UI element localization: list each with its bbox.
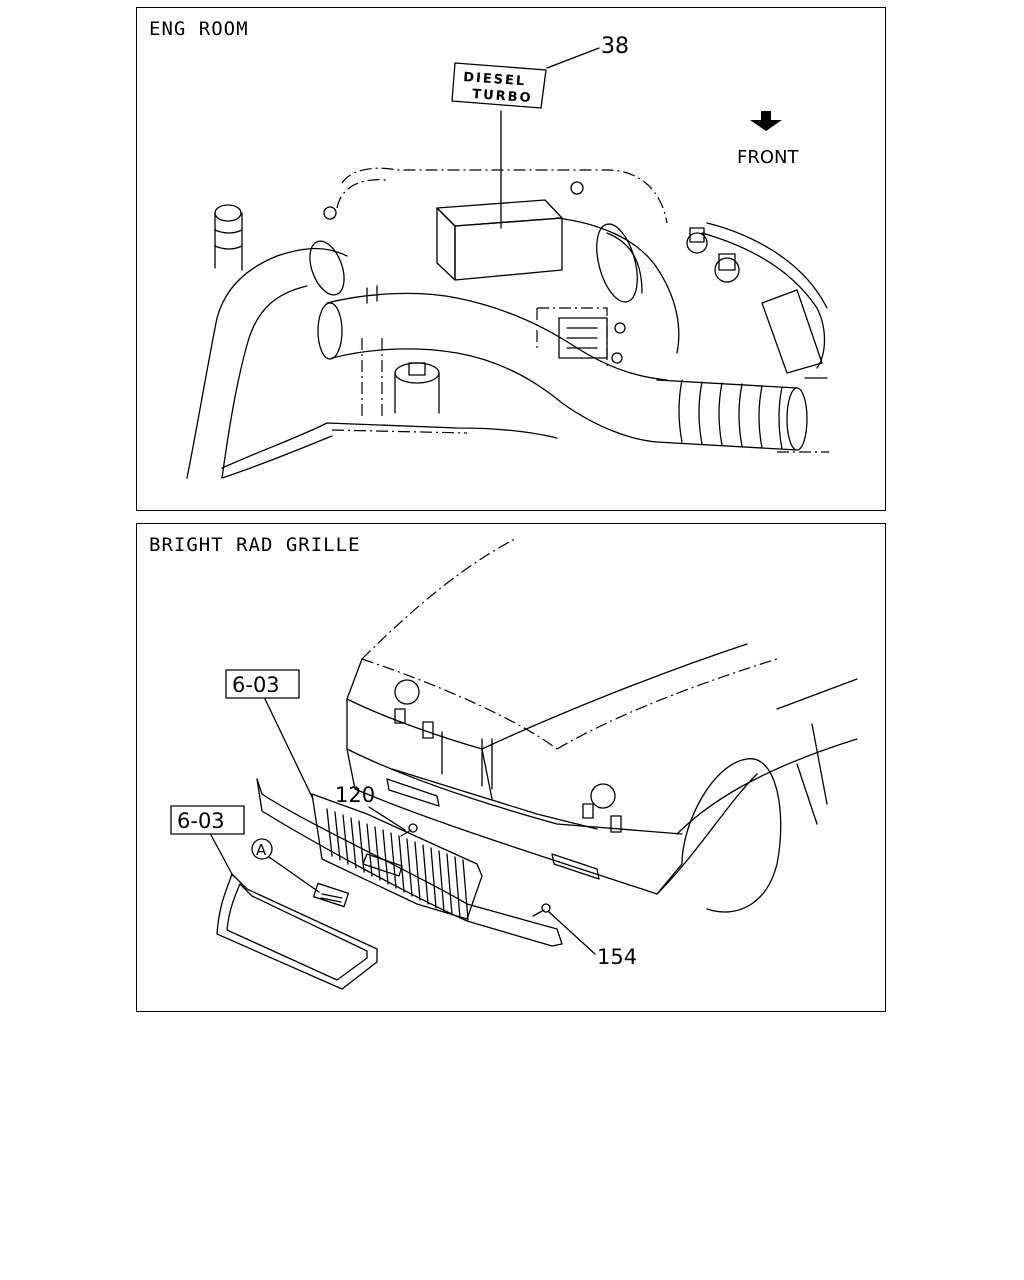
marker-a-text: A bbox=[256, 841, 267, 859]
ref-box-6-03-lower: 6-03 bbox=[170, 805, 245, 835]
diesel-turbo-decal: DIESEL TURBO bbox=[451, 62, 547, 109]
eng-room-panel: ENG ROOM DIESEL TURBO 38 FRONT bbox=[136, 7, 886, 511]
callout-120-leader bbox=[368, 806, 406, 831]
truck-front-line-art bbox=[346, 538, 858, 913]
ref-box-upper-leader bbox=[264, 698, 314, 800]
radiator-grille bbox=[216, 778, 563, 990]
engine-line-art bbox=[186, 167, 829, 479]
panel-title-bright-rad-grille: BRIGHT RAD GRILLE bbox=[149, 534, 361, 556]
panel-title-eng-room: ENG ROOM bbox=[149, 18, 249, 40]
marker-a: A bbox=[251, 838, 273, 860]
callout-38: 38 bbox=[601, 34, 629, 59]
decal-text-diesel: DIESEL bbox=[463, 70, 527, 89]
grille-illustration: 6-03 6-03 120 154 A bbox=[170, 538, 858, 990]
ref-box-6-03-upper-text: 6-03 bbox=[232, 673, 280, 697]
corrugated-hose bbox=[656, 379, 808, 451]
callout-154-leader bbox=[548, 911, 596, 955]
ref-box-6-03-upper: 6-03 bbox=[225, 669, 300, 699]
callout-154: 154 bbox=[597, 945, 637, 969]
eng-room-illustration: DIESEL TURBO 38 FRONT bbox=[186, 34, 829, 479]
bright-rad-grille-panel: BRIGHT RAD GRILLE bbox=[136, 523, 886, 1012]
decal-text-turbo: TURBO bbox=[472, 87, 533, 106]
marker-a-leader bbox=[268, 856, 320, 893]
ref-box-lower-leader bbox=[210, 834, 234, 877]
front-arrow-icon bbox=[750, 111, 782, 131]
front-label: FRONT bbox=[737, 147, 799, 168]
callout-120: 120 bbox=[335, 783, 375, 807]
grille-vertical-bars bbox=[326, 808, 469, 921]
ref-box-6-03-lower-text: 6-03 bbox=[177, 809, 225, 833]
callout-38-leader bbox=[546, 47, 600, 69]
